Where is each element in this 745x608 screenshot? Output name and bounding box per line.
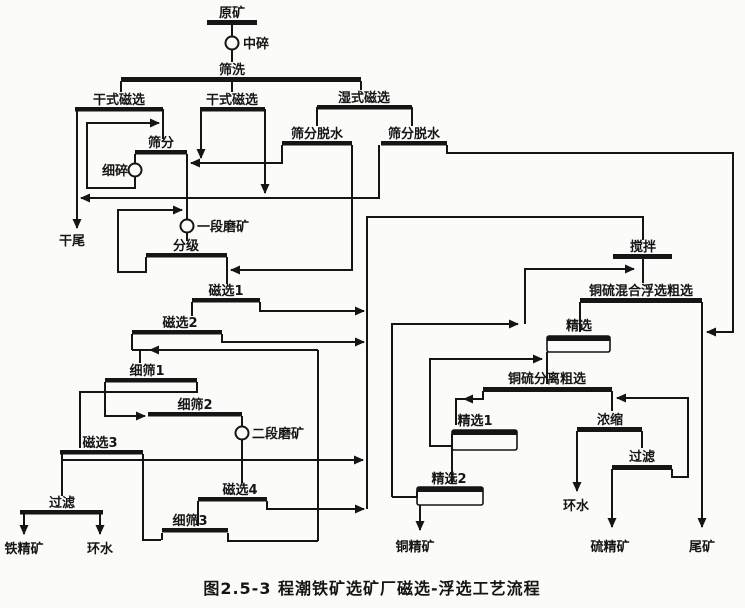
node-label-secondary_grinding: 二段磨矿 xyxy=(252,426,304,442)
node-label-mag_sep_2: 磁选2 xyxy=(162,315,197,331)
unit-bar-raw_ore xyxy=(207,20,257,25)
unit-bar-mag_sep_3 xyxy=(60,450,143,455)
flow-connector-arrow xyxy=(446,145,734,337)
unit-bar-dry_mag_mid xyxy=(200,107,265,112)
flow-connector xyxy=(79,382,198,448)
flow-connector-arrow xyxy=(190,145,283,168)
node-label-mag_sep_4: 磁选4 xyxy=(222,482,257,498)
unit-bar-cleaner_1 xyxy=(452,430,517,435)
node-label-circ_water_left: 环水 xyxy=(87,541,114,557)
node-label-cleaner_2: 精选2 xyxy=(431,471,466,487)
node-label-cu_s_bulk_rougher: 铜硫混合浮选粗选 xyxy=(588,283,693,299)
node-label-filter_left: 过滤 xyxy=(49,495,75,511)
unit-bar-filter_left xyxy=(20,510,103,515)
node-label-agitation: 搅拌 xyxy=(630,239,656,255)
unit-bar-thickening xyxy=(577,427,642,432)
unit-bar-agitation xyxy=(613,254,672,259)
unit-bar-screening xyxy=(135,150,187,155)
node-label-classification: 分级 xyxy=(173,238,200,254)
node-label-dry_mag_mid: 干式磁选 xyxy=(206,92,258,108)
node-label-fine_screen_2: 细筛2 xyxy=(177,397,212,413)
unit-bar-mag_sep_4 xyxy=(198,497,267,502)
mill-circle-icon-medium_crushing xyxy=(224,35,240,51)
node-label-tailings: 尾矿 xyxy=(689,539,715,555)
node-label-mag_sep_1: 磁选1 xyxy=(208,283,243,299)
cell-box-cleaner xyxy=(546,335,611,353)
flow-connector xyxy=(366,216,644,509)
flow-connector-arrow xyxy=(463,391,484,404)
flow-connector-arrow xyxy=(524,264,635,324)
unit-bar-mag_sep_1 xyxy=(192,298,260,303)
node-label-fine_screen_1: 细筛1 xyxy=(129,363,164,379)
node-label-circ_water_right: 环水 xyxy=(563,498,590,514)
node-label-screen_dewater_right: 筛分脱水 xyxy=(388,126,441,142)
node-label-dry_mag_left: 干式磁选 xyxy=(93,92,145,108)
unit-bar-filter_right xyxy=(612,465,672,470)
unit-bar-cleaner_2 xyxy=(417,487,483,492)
flow-connector-arrow xyxy=(429,354,543,447)
flow-connector-arrow xyxy=(266,501,365,514)
flow-connector xyxy=(455,398,466,425)
unit-bar-fine_screen_3 xyxy=(162,528,228,533)
node-label-screen_dewater_left: 筛分脱水 xyxy=(291,126,344,142)
node-label-thickening: 浓缩 xyxy=(597,412,623,428)
unit-bar-screen_dewater_right xyxy=(381,141,447,146)
flow-connector-arrow xyxy=(86,118,160,189)
unit-bar-screen_washing xyxy=(121,77,361,82)
unit-bar-screen_dewater_left xyxy=(282,141,352,146)
flow-connector-arrow xyxy=(616,393,689,478)
node-label-fine_crushing: 细碎 xyxy=(102,163,128,179)
node-label-cu_s_sep_rougher: 铜硫分离粗选 xyxy=(507,371,586,387)
node-label-wet_mag: 湿式磁选 xyxy=(338,90,390,106)
node-label-screening: 筛分 xyxy=(148,135,174,151)
unit-bar-fine_screen_1 xyxy=(105,378,197,383)
node-label-cleaner_1: 精选1 xyxy=(457,413,492,429)
flow-connector-arrow xyxy=(117,205,183,273)
mill-circle-icon-secondary_grinding xyxy=(234,425,250,441)
unit-bar-cleaner xyxy=(547,336,610,341)
flow-connector xyxy=(142,454,161,541)
node-label-fine_screen_3: 细筛3 xyxy=(172,513,207,529)
unit-bar-mag_sep_2 xyxy=(132,330,222,335)
node-label-primary_grinding: 一段磨矿 xyxy=(197,219,249,235)
node-label-screen_washing: 筛洗 xyxy=(219,62,245,78)
figure-caption: 图2.5-3 程潮铁矿选矿厂磁选-浮选工艺流程 xyxy=(203,579,540,598)
unit-bar-classification xyxy=(146,253,227,258)
unit-bar-cu_s_bulk_rougher xyxy=(580,298,702,303)
flow-connector xyxy=(392,491,418,498)
flow-connector-arrow xyxy=(391,319,519,497)
unit-bar-cu_s_sep_rougher xyxy=(483,387,612,392)
mill-circle-icon-fine_crushing xyxy=(127,162,143,178)
flow-connector-arrow xyxy=(80,145,380,203)
cell-box-cleaner_1 xyxy=(451,429,518,451)
node-label-mag_sep_3: 磁选3 xyxy=(82,435,117,451)
node-label-sulfur_concentrate: 硫精矿 xyxy=(590,539,629,555)
node-label-medium_crushing: 中碎 xyxy=(243,36,269,52)
flow-connector-arrow xyxy=(221,334,365,347)
flow-connector xyxy=(227,533,318,542)
unit-bar-wet_mag xyxy=(317,105,412,110)
node-label-raw_ore: 原矿 xyxy=(219,5,245,21)
node-label-dry_tailings: 干尾 xyxy=(59,234,85,249)
flow-connector-arrow xyxy=(259,302,365,316)
unit-bar-dry_mag_left xyxy=(75,107,163,112)
cell-box-cleaner_2 xyxy=(416,486,484,506)
node-label-filter_right: 过滤 xyxy=(629,449,655,465)
flow-connector-arrow xyxy=(104,382,146,421)
node-label-iron_concentrate: 铁精矿 xyxy=(3,541,43,557)
flow-connector-arrow xyxy=(230,145,353,275)
mill-circle-icon-primary_grinding xyxy=(179,218,195,234)
node-label-copper_concentrate: 铜精矿 xyxy=(394,539,434,555)
unit-bar-fine_screen_2 xyxy=(148,412,242,417)
node-label-cleaner: 精选 xyxy=(566,318,592,334)
